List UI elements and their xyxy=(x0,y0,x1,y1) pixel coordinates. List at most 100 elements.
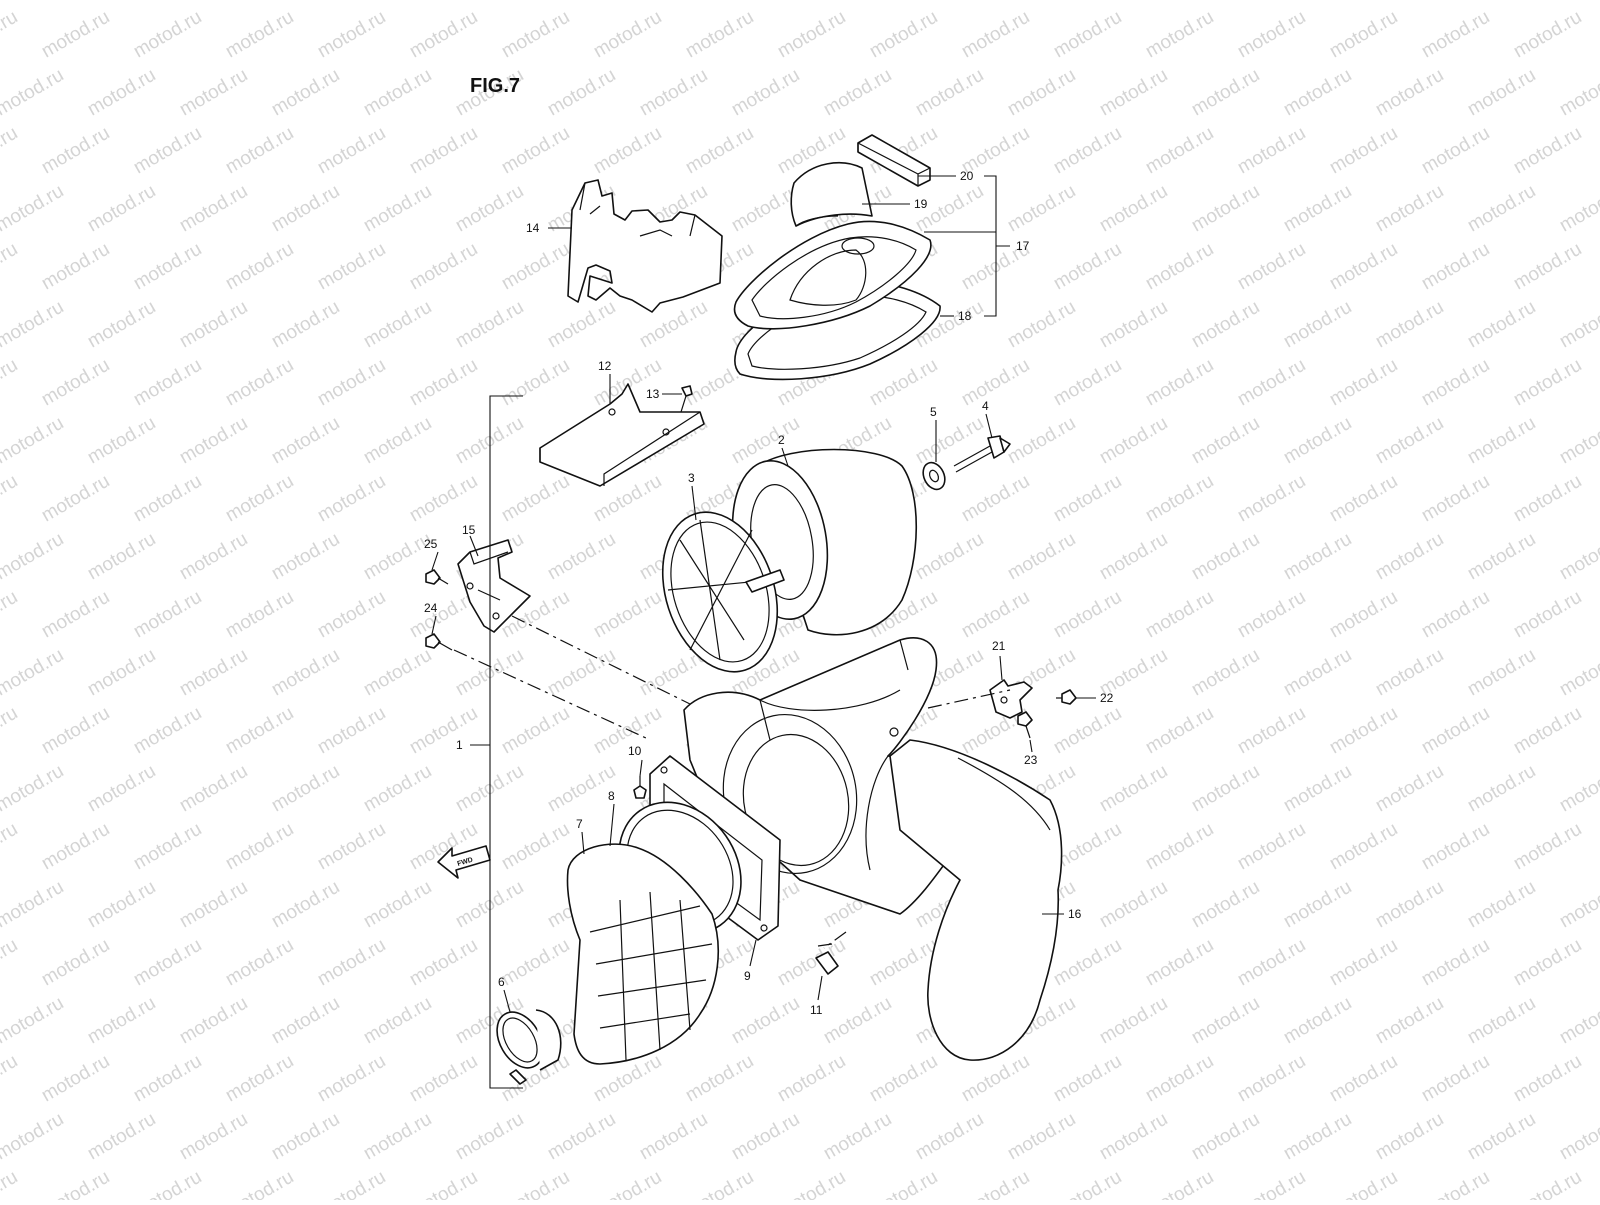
watermark-text: motod.ru xyxy=(544,0,619,4)
watermark-text: motod.ru xyxy=(0,877,67,933)
watermark-text: motod.ru xyxy=(38,355,113,411)
watermark-text: motod.ru xyxy=(1372,993,1447,1049)
watermark-text: motod.ru xyxy=(360,877,435,933)
watermark-text: motod.ru xyxy=(1510,7,1585,63)
watermark-text: motod.ru xyxy=(130,935,205,991)
watermark-text: motod.ru xyxy=(820,993,895,1049)
watermark-text: motod.ru xyxy=(1556,297,1600,353)
watermark-text: motod.ru xyxy=(544,1109,619,1165)
watermark-text: motod.ru xyxy=(176,645,251,701)
watermark-text: motod.ru xyxy=(1280,413,1355,469)
watermark-text: motod.ru xyxy=(1326,587,1401,643)
watermark-text: motod.ru xyxy=(452,181,527,237)
watermark-text: motod.ru xyxy=(314,471,389,527)
watermark-text: motod.ru xyxy=(130,355,205,411)
watermark-text: motod.ru xyxy=(866,355,941,411)
part-13-screw xyxy=(680,385,693,413)
callout-20: 20 xyxy=(960,169,974,183)
callout-7: 7 xyxy=(576,817,583,831)
watermark-text: motod.ru xyxy=(0,413,67,469)
watermark-text: motod.ru xyxy=(1142,935,1217,991)
watermark-text: motod.ru xyxy=(1096,993,1171,1049)
watermark-text: motod.ru xyxy=(222,1167,297,1200)
watermark-text: motod.ru xyxy=(866,1051,941,1107)
watermark-text: motod.ru xyxy=(38,703,113,759)
fwd-arrow-icon: FWD xyxy=(437,845,491,879)
part-6-hose-clamp xyxy=(496,1009,562,1085)
callout-8: 8 xyxy=(608,789,615,803)
callout-17: 17 xyxy=(1016,239,1030,253)
watermark-text: motod.ru xyxy=(1142,471,1217,527)
watermark-text: motod.ru xyxy=(1280,761,1355,817)
watermark-text: motod.ru xyxy=(1050,1167,1125,1200)
watermark-text: motod.ru xyxy=(176,0,251,4)
watermark-text: motod.ru xyxy=(912,413,987,469)
watermark-text: motod.ru xyxy=(1510,239,1585,295)
watermark-text: motod.ru xyxy=(1142,703,1217,759)
watermark-text: motod.ru xyxy=(1326,355,1401,411)
watermark-text: motod.ru xyxy=(222,703,297,759)
watermark-text: motod.ru xyxy=(1372,529,1447,585)
watermark-text: motod.ru xyxy=(1050,587,1125,643)
watermark-text: motod.ru xyxy=(498,703,573,759)
watermark-text: motod.ru xyxy=(958,355,1033,411)
watermark-text: motod.ru xyxy=(130,819,205,875)
callout-5: 5 xyxy=(930,405,937,419)
watermark-text: motod.ru xyxy=(0,355,21,411)
watermark-text: motod.ru xyxy=(1050,1051,1125,1107)
watermark-text: motod.ru xyxy=(452,0,527,4)
watermark-text: motod.ru xyxy=(1418,935,1493,991)
watermark-text: motod.ru xyxy=(452,297,527,353)
watermark-text: motod.ru xyxy=(1464,413,1539,469)
watermark-text: motod.ru xyxy=(0,761,67,817)
watermark-text: motod.ru xyxy=(222,819,297,875)
watermark-text: motod.ru xyxy=(1510,123,1585,179)
watermark-text: motod.ru xyxy=(1556,181,1600,237)
watermark-text: motod.ru xyxy=(0,587,21,643)
watermark-text: motod.ru xyxy=(1142,1167,1217,1200)
watermark-text: motod.ru xyxy=(1188,413,1263,469)
watermark-text: motod.ru xyxy=(130,587,205,643)
watermark-text: motod.ru xyxy=(0,0,67,4)
watermark-text: motod.ru xyxy=(406,471,481,527)
watermark-text: motod.ru xyxy=(1510,703,1585,759)
watermark-text: motod.ru xyxy=(1142,239,1217,295)
watermark-text: motod.ru xyxy=(1510,1167,1585,1200)
watermark-text: motod.ru xyxy=(1188,529,1263,585)
part-15-bracket xyxy=(457,539,531,633)
watermark-text: motod.ru xyxy=(268,993,343,1049)
watermark-text: motod.ru xyxy=(84,1109,159,1165)
watermark-text: motod.ru xyxy=(1556,877,1600,933)
watermark-text: motod.ru xyxy=(0,471,21,527)
watermark-text: motod.ru xyxy=(1510,935,1585,991)
watermark-text: motod.ru xyxy=(912,0,987,4)
watermark-text: motod.ru xyxy=(84,529,159,585)
watermark-text: motod.ru xyxy=(1326,123,1401,179)
watermark-text: motod.ru xyxy=(176,297,251,353)
watermark-text: motod.ru xyxy=(314,1167,389,1200)
watermark-text: motod.ru xyxy=(406,1167,481,1200)
watermark-text: motod.ru xyxy=(1326,703,1401,759)
part-3-filter-frame xyxy=(661,511,785,673)
watermark-text: motod.ru xyxy=(84,0,159,4)
callout-11: 11 xyxy=(810,1003,823,1017)
watermark-text: motod.ru xyxy=(1234,7,1309,63)
part-19-duct xyxy=(790,161,873,227)
watermark-text: motod.ru xyxy=(38,239,113,295)
watermark-text: motod.ru xyxy=(130,1167,205,1200)
watermark-text: motod.ru xyxy=(544,65,619,121)
part-7-intake-funnel xyxy=(566,843,720,1065)
callout-25: 25 xyxy=(424,537,438,551)
watermark-text: motod.ru xyxy=(38,123,113,179)
part-17-air-box-lid xyxy=(733,220,932,330)
watermark-text: motod.ru xyxy=(1188,181,1263,237)
watermark-text: motod.ru xyxy=(1142,1051,1217,1107)
alignment-lines xyxy=(453,615,1011,949)
watermark-text: motod.ru xyxy=(1556,65,1600,121)
callout-3: 3 xyxy=(688,471,695,485)
watermark-text: motod.ru xyxy=(0,1109,67,1165)
watermark-text: motod.ru xyxy=(1096,761,1171,817)
watermark-text: motod.ru xyxy=(314,703,389,759)
watermark-text: motod.ru xyxy=(728,1109,803,1165)
